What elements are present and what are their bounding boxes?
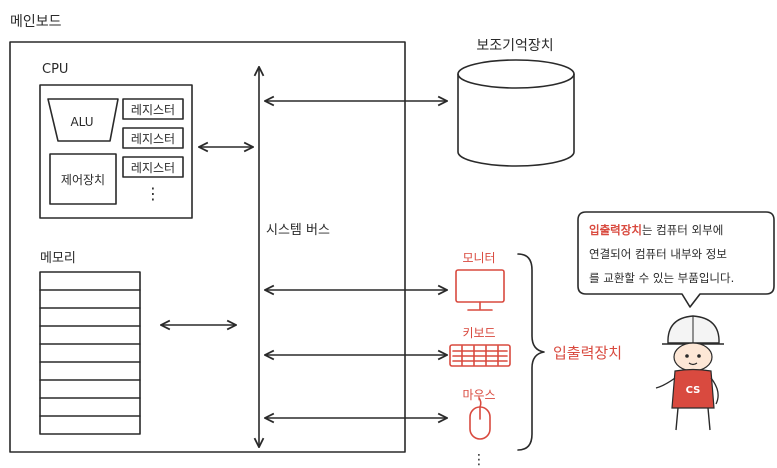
control-unit-box — [49, 153, 117, 205]
mouse-label: 마우스 — [462, 388, 495, 402]
register-label: 레지스터 — [131, 132, 175, 146]
register-ellipsis: ⋮ — [145, 184, 161, 203]
io-group-label: 입출력장치 — [553, 344, 622, 362]
memory-label: 메모리 — [40, 251, 76, 266]
cpu-label: CPU — [42, 62, 68, 77]
speech-line-2: 연결되어 컴퓨터 내부와 정보 — [589, 247, 727, 261]
register-label: 레지스터 — [131, 103, 175, 117]
speech-bubble — [577, 211, 775, 308]
mascot-character — [655, 315, 724, 431]
mainboard-box — [9, 41, 406, 453]
cpu-box — [39, 84, 193, 219]
register-box — [122, 127, 184, 149]
storage-cylinder-icon — [457, 59, 575, 167]
io-ellipsis: ⋮ — [472, 452, 486, 468]
speech-line-1: 입출력장치는 컴퓨터 외부에 — [589, 223, 723, 237]
control-unit-label: 제어장치 — [61, 173, 105, 187]
speech-line-3: 를 교환할 수 있는 부품입니다. — [589, 271, 734, 285]
keyboard-icon — [449, 344, 511, 367]
register-box — [122, 98, 184, 120]
keyboard-label: 키보드 — [462, 326, 495, 340]
alu-shape — [47, 98, 119, 142]
monitor-label: 모니터 — [462, 251, 495, 265]
mascot-badge: CS — [686, 385, 701, 396]
memory-grid — [39, 271, 141, 435]
speech-line-1-rest: 는 컴퓨터 외부에 — [642, 223, 723, 237]
register-label: 레지스터 — [131, 161, 175, 175]
speech-highlight: 입출력장치 — [589, 223, 642, 237]
storage-label: 보조기억장치 — [476, 38, 553, 54]
mainboard-label: 메인보드 — [10, 14, 62, 30]
alu-label: ALU — [70, 115, 93, 129]
io-brace — [517, 253, 545, 451]
mouse-icon — [469, 397, 491, 440]
register-box — [122, 156, 184, 178]
system-bus-label: 시스템 버스 — [266, 223, 330, 238]
monitor-icon — [455, 269, 505, 311]
